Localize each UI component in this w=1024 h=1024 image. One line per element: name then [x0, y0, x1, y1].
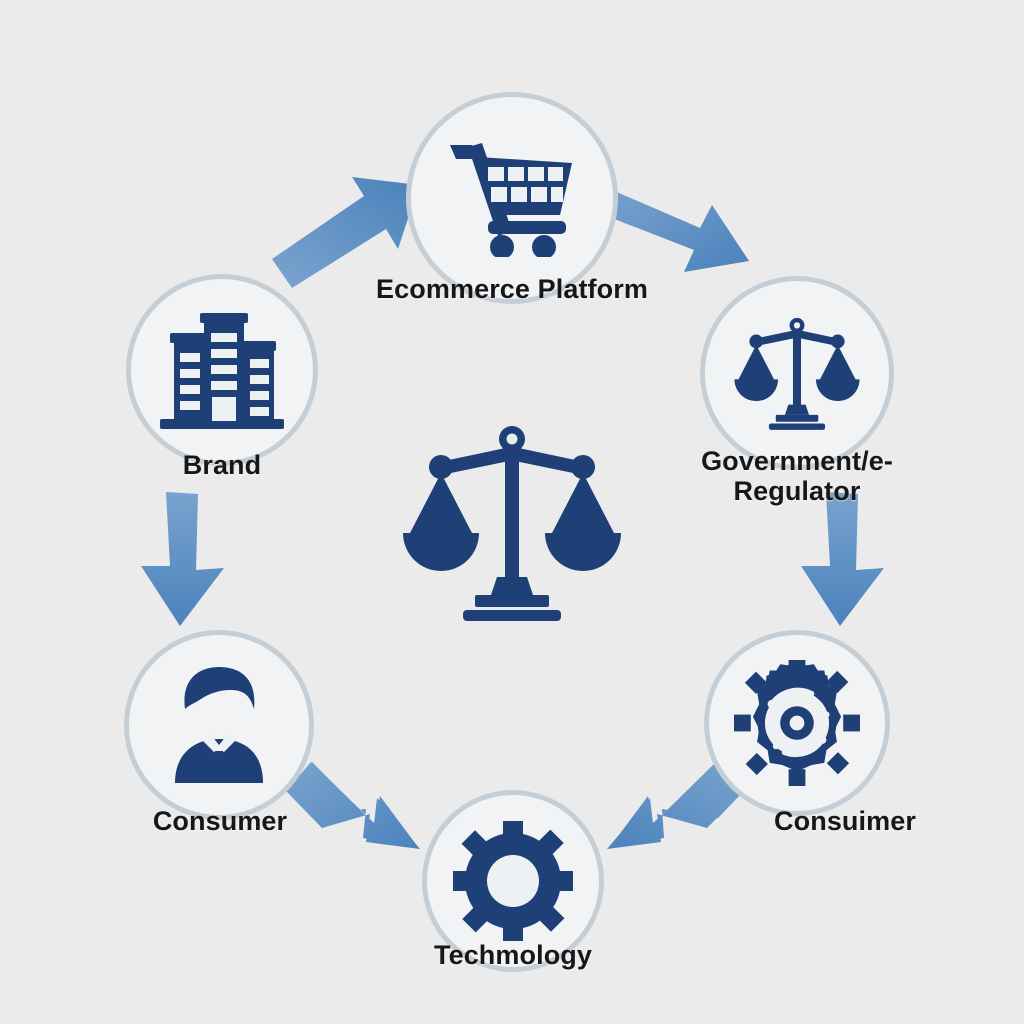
- balance-scales-icon: [734, 317, 860, 430]
- node-label: Consumer: [152, 806, 288, 836]
- office-building-icon: [160, 313, 284, 429]
- arrow-government-to-consuimer: [801, 492, 884, 626]
- node-circle: [700, 276, 894, 470]
- arrow-brand-to-consumer: [141, 492, 224, 626]
- node-icon: [704, 630, 890, 816]
- arrow-brand-to-ecommerce: [272, 177, 419, 288]
- arrow-consumer-to-techmology: [286, 762, 420, 849]
- node-label: Consuimer: [774, 806, 916, 836]
- node-brand[interactable]: Brand: [126, 274, 318, 480]
- node-label: Government/e- Regulator: [701, 446, 893, 507]
- shopping-cart-icon: [450, 143, 572, 257]
- node-circle: [124, 630, 314, 820]
- node-ecommerce-platform[interactable]: Ecommerce Platform: [376, 92, 648, 304]
- node-label: Brand: [182, 450, 262, 480]
- node-government-e-regulator[interactable]: Government/e- Regulator: [700, 276, 894, 506]
- gear-icon: [453, 821, 573, 941]
- node-icon: [700, 276, 894, 470]
- gear-circuit-icon: [734, 660, 860, 786]
- node-techmology[interactable]: Techmology: [422, 790, 604, 972]
- node-icon: [126, 274, 318, 466]
- node-label: Ecommerce Platform: [376, 274, 648, 304]
- balance-scales-icon: [403, 426, 621, 621]
- arrow-consuimer-to-techmology: [607, 762, 744, 849]
- node-consuimer[interactable]: Consuimer: [704, 630, 916, 836]
- node-icon: [422, 790, 604, 972]
- node-consumer[interactable]: Consumer: [124, 630, 314, 836]
- node-label: Techmology: [433, 940, 593, 970]
- person-user-icon: [175, 667, 263, 783]
- node-icon: [406, 92, 618, 304]
- arrow-ecommerce-to-government: [604, 190, 749, 272]
- node-icon: [124, 630, 314, 820]
- center-balance-scales-icon: [392, 412, 632, 632]
